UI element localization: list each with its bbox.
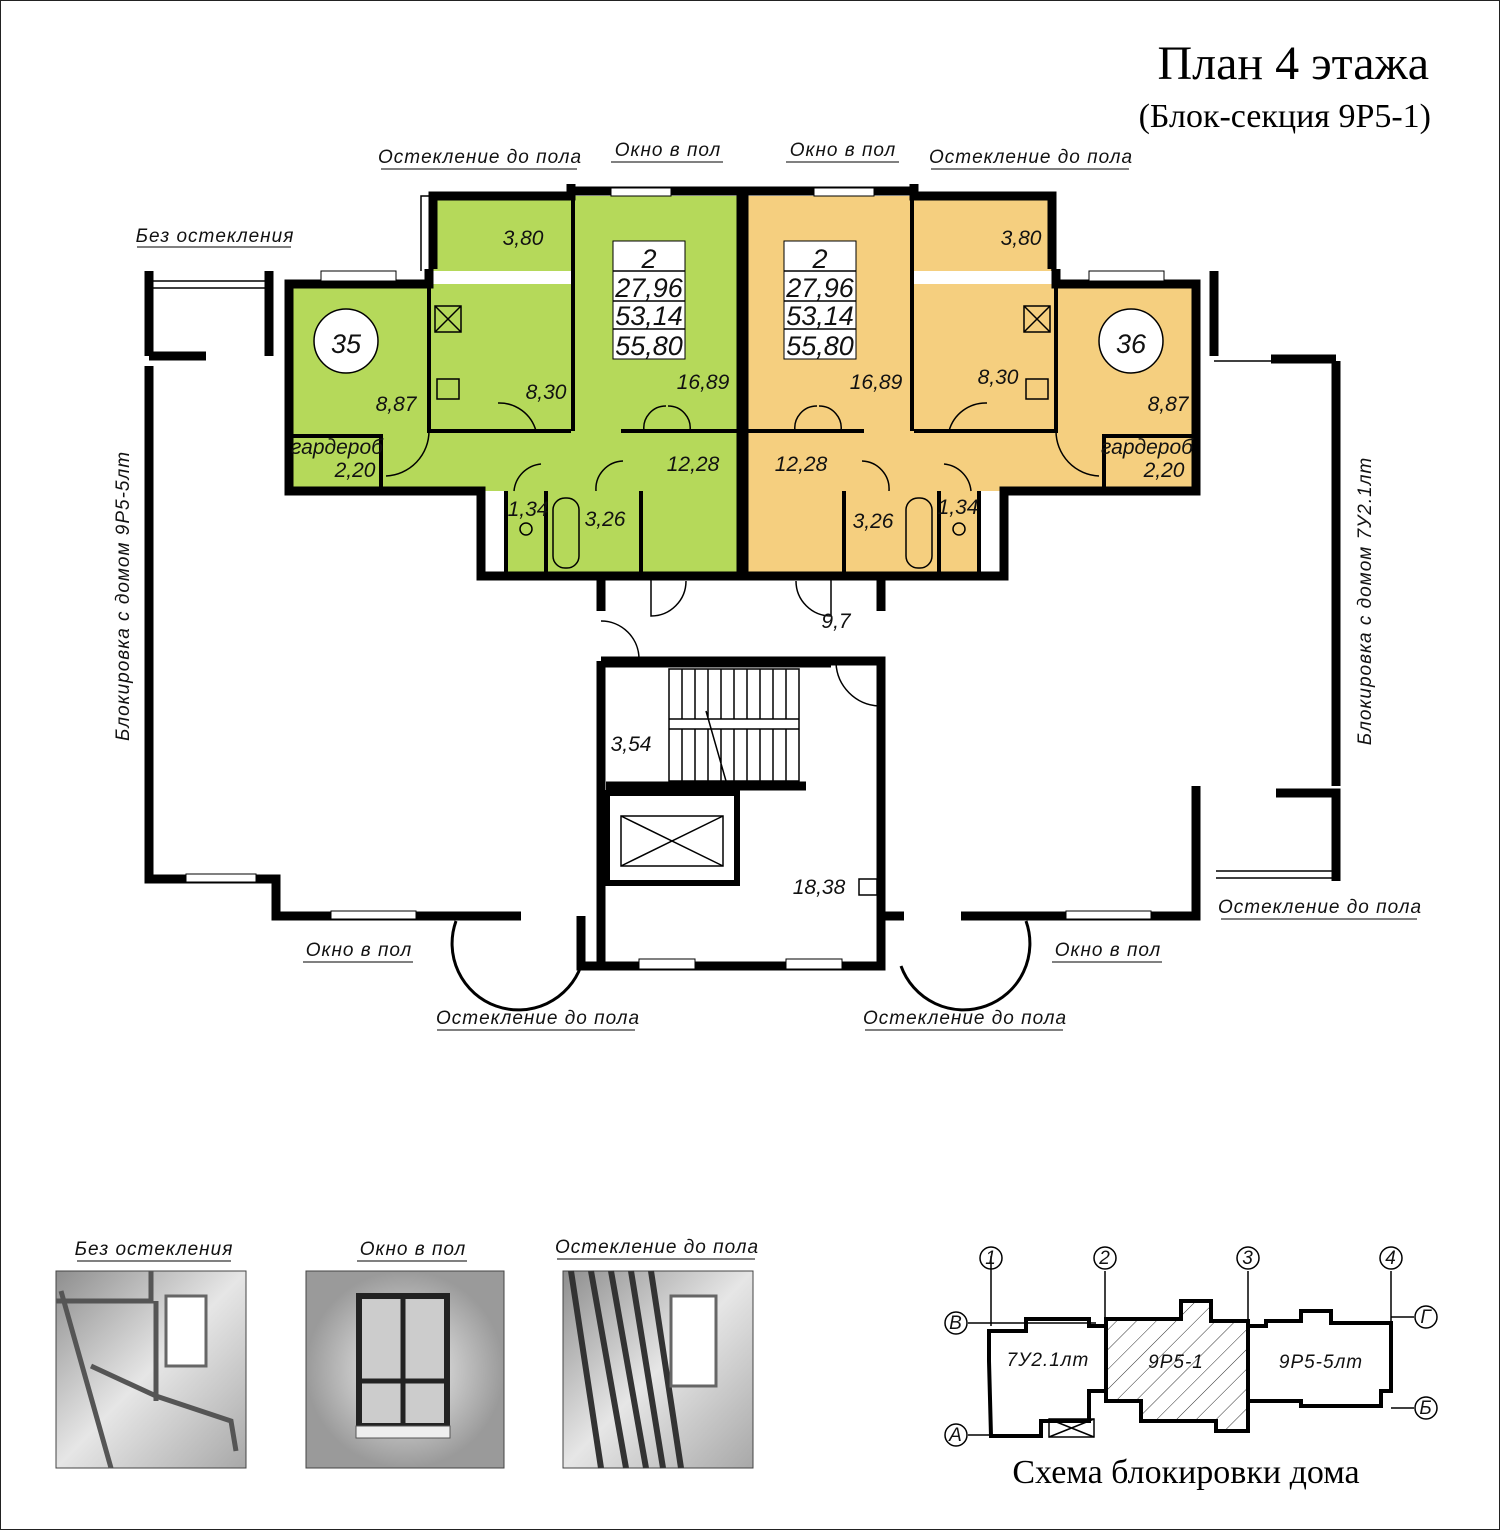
apartment-number-35: 35 (331, 329, 362, 359)
living-area: 27,96 (614, 273, 684, 303)
area-living-room: 16,89 (677, 371, 730, 394)
blocking-right-label: Блокировка с домом 7У2.1лт (1355, 457, 1376, 745)
elevator-shaft (604, 790, 740, 886)
svg-text:Остекление до пола: Остекление до пола (378, 147, 582, 168)
area-bedroom: 8,87 (376, 393, 418, 416)
area-lobby: 18,38 (793, 876, 846, 899)
area-kitchen: 8,30 (978, 366, 1019, 389)
svg-text:7У2.1лт: 7У2.1лт (1007, 1350, 1090, 1371)
staircase (668, 668, 800, 782)
total-area-with-balcony: 55,80 (786, 331, 854, 361)
area-kitchen: 8,30 (526, 381, 567, 404)
page-title: План 4 этажа (1157, 37, 1429, 90)
scheme-title: Схема блокировки дома (1012, 1454, 1359, 1491)
svg-text:Окно в пол: Окно в пол (360, 1239, 467, 1260)
svg-text:А: А (948, 1425, 963, 1446)
svg-text:Без остекления: Без остекления (136, 226, 295, 247)
rooms-count: 2 (811, 244, 827, 274)
svg-text:Остекление до пола: Остекление до пола (436, 1008, 640, 1029)
area-wc: 1,34 (508, 498, 549, 521)
svg-text:Окно в пол: Окно в пол (1055, 940, 1162, 961)
svg-text:2: 2 (1098, 1248, 1111, 1269)
area-wc: 1,34 (938, 496, 979, 519)
svg-text:Остекление до пола: Остекление до пола (555, 1237, 759, 1258)
blocking-left-label: Блокировка с домом 9Р5-5лт (113, 451, 134, 741)
area-storage: 3,54 (611, 733, 652, 756)
apartment-number-36: 36 (1116, 329, 1147, 359)
svg-text:Окно в пол: Окно в пол (615, 140, 722, 161)
area-corridor: 9,7 (821, 610, 852, 633)
svg-text:Г: Г (1420, 1307, 1432, 1328)
area-bath: 3,26 (585, 508, 626, 531)
blocking-scheme: 1 2 3 4 В Г А Б 7У2.1лт 9Р5-1 9Р5-5лт Сх… (944, 1246, 1438, 1491)
area-hall: 12,28 (667, 453, 720, 476)
area-bedroom: 8,87 (1148, 393, 1190, 416)
living-area: 27,96 (785, 273, 855, 303)
svg-text:Окно в пол: Окно в пол (306, 940, 413, 961)
legend-window-to-floor: Окно в пол (305, 1239, 505, 1469)
outer-walls (144, 195, 1341, 1012)
svg-text:9Р5-1: 9Р5-1 (1148, 1352, 1204, 1373)
glazing-labels: Остекление до пола Окно в пол Окно в пол… (136, 140, 1422, 1031)
area-wardrobe: 2,20 (1143, 459, 1185, 482)
svg-text:Окно в пол: Окно в пол (790, 140, 897, 161)
svg-text:Остекление до пола: Остекление до пола (1218, 897, 1422, 918)
rooms-count: 2 (640, 244, 656, 274)
svg-text:9Р5-5лт: 9Р5-5лт (1279, 1352, 1363, 1373)
apartment-35-summary: 2 27,96 53,14 55,80 (612, 240, 686, 361)
svg-text:4: 4 (1385, 1248, 1397, 1269)
stove-icon (434, 305, 462, 333)
bathtub-icon (552, 497, 580, 569)
area-living-room: 16,89 (850, 371, 903, 394)
svg-text:Без остекления: Без остекления (75, 1239, 234, 1260)
area-balcony: 3,80 (503, 227, 544, 250)
total-area: 53,14 (786, 301, 854, 331)
svg-text:Остекление до пола: Остекление до пола (863, 1008, 1067, 1029)
svg-text:3: 3 (1242, 1248, 1254, 1269)
svg-text:Б: Б (1419, 1398, 1432, 1419)
svg-text:Остекление до пола: Остекление до пола (929, 147, 1133, 168)
total-area: 53,14 (615, 301, 683, 331)
legend-full-glazing: Остекление до пола (555, 1237, 759, 1469)
toilet-icon (519, 522, 533, 536)
area-bath: 3,26 (853, 510, 894, 533)
sink-icon (436, 378, 460, 400)
area-wardrobe: 2,20 (334, 459, 376, 482)
wardrobe-label: гардероб (1101, 436, 1194, 459)
core (596, 576, 886, 971)
svg-text:1: 1 (985, 1248, 997, 1269)
legend-no-glazing: Без остекления (55, 1239, 247, 1469)
area-hall: 12,28 (775, 453, 828, 476)
page-subtitle: (Блок-секция 9Р5-1) (1139, 98, 1431, 135)
wardrobe-label: гардероб (291, 436, 384, 459)
total-area-with-balcony: 55,80 (615, 331, 683, 361)
svg-text:В: В (949, 1313, 963, 1334)
area-balcony: 3,80 (1001, 227, 1042, 250)
apartment-36-summary: 2 27,96 53,14 55,80 (783, 240, 857, 361)
